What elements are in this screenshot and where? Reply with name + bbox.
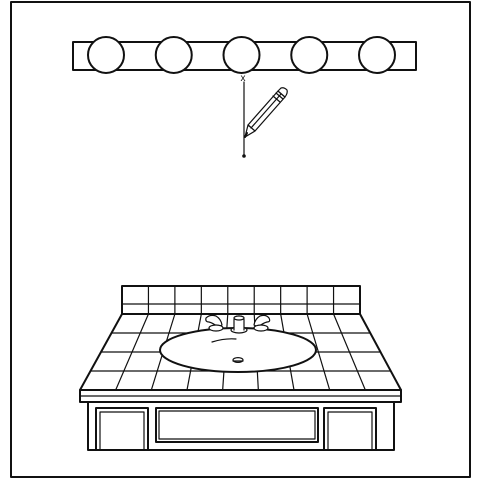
faucet (205, 314, 271, 334)
light-bulb (154, 36, 193, 74)
door-panel-right (327, 411, 373, 451)
drawer-panel (158, 410, 316, 440)
backsplash (121, 285, 361, 315)
sink-drain (232, 357, 244, 364)
diagram-frame (10, 1, 471, 478)
light-bulb (222, 36, 261, 74)
measurement-mark: x (241, 73, 246, 158)
backsplash-tiles (121, 285, 361, 315)
sink-basin (159, 327, 317, 373)
light-bulb (290, 36, 329, 74)
bottom-dot (242, 154, 246, 158)
light-bulbs (87, 36, 396, 74)
x-marker: x (241, 73, 246, 84)
sink-bowl (159, 327, 317, 373)
cabinet-drawer (155, 407, 319, 443)
vanity-cabinet (87, 401, 395, 451)
light-bulb (87, 36, 125, 74)
vanity-light-bar (72, 36, 417, 74)
pencil-icon (244, 87, 288, 138)
light-bulb (358, 36, 396, 74)
backsplash-panel (121, 285, 361, 315)
door-panel-left (99, 411, 145, 451)
